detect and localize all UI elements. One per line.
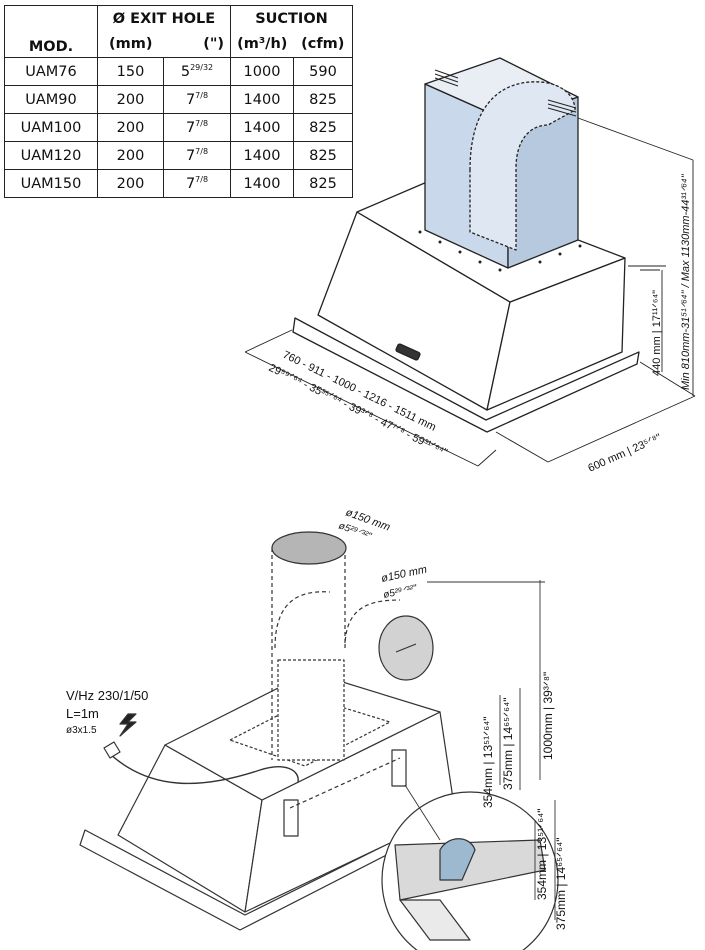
bottom-labels: ø150 mm ø5²⁹ᐟ³²" ø150 mm ø5²⁹ᐟ³²" V/Hz 2…: [66, 507, 568, 930]
cell-model: UAM90: [4, 85, 98, 114]
cell-mm: 200: [97, 169, 164, 198]
cell-m3h: 1400: [230, 85, 294, 114]
chimney-label: Min 810mm-31⁵¹ᐟ⁶⁴" / Max 1130mm-44³¹ᐟ⁶⁴": [680, 173, 692, 390]
dim-1000-label: 1000mm | 39³ᐟ⁸": [541, 672, 555, 760]
header-suction-cfm: (cfm): [293, 31, 353, 58]
power-cable-spec: ø3x1.5: [66, 725, 97, 736]
screw-dots: [418, 230, 582, 272]
cell-m3h: 1400: [230, 113, 294, 142]
side-outlet-in: ø5²⁹ᐟ³²": [382, 583, 418, 601]
dim-width-line: [244, 351, 479, 467]
cell-cfm: 825: [293, 169, 353, 198]
table-row: UAM100 200 77/8 1400 825: [4, 113, 353, 142]
logo-badge: [395, 343, 421, 361]
bracket-right: [391, 749, 407, 787]
hood-bottom-drawing: [79, 531, 559, 950]
cell-model: UAM120: [4, 141, 98, 170]
cell-m3h: 1400: [230, 169, 294, 198]
table-row: UAM150 200 77/8 1400 825: [4, 169, 353, 198]
vent-grille: [434, 69, 577, 117]
height-label: 440 mm | 17¹¹ᐟ⁶⁴": [651, 290, 663, 376]
duct-elbow: [469, 81, 576, 251]
header-model: MOD.: [4, 5, 98, 58]
plug-icon: [103, 741, 121, 759]
cell-cfm: 825: [293, 141, 353, 170]
power-length: L=1m: [66, 706, 99, 721]
header-suction-m3h: (m³/h): [230, 31, 294, 58]
power-cable: [109, 753, 299, 785]
cell-mm: 150: [97, 57, 164, 86]
top-outlet: [271, 531, 347, 565]
width-in-label: 29⁵⁹ᐟ⁶⁴ - 35³⁵ᐟ⁶⁴ - 39³ᐟ⁸ - 47⁷ᐟ⁸ - 59³¹…: [267, 362, 449, 459]
lightning-icon: [119, 713, 137, 737]
cell-m3h: 1000: [230, 57, 294, 86]
hood-top-drawing: [244, 57, 696, 467]
side-outlet-mm: ø150 mm: [380, 564, 428, 585]
cell-inch: 77/8: [163, 169, 231, 198]
dim-354-label: 354mm | 13⁵¹ᐟ⁶⁴": [481, 716, 495, 808]
hood-rim: [292, 317, 640, 433]
power-vhz: V/Hz 230/1/50: [66, 688, 148, 703]
cell-cfm: 825: [293, 113, 353, 142]
spec-table: MOD. Ø EXIT HOLE SUCTION (mm) (") (m³/h)…: [4, 5, 353, 198]
table-row: UAM76 150 529/32 1000 590: [4, 57, 353, 86]
cell-model: UAM76: [4, 57, 98, 86]
cell-model: UAM150: [4, 169, 98, 198]
cell-cfm: 825: [293, 85, 353, 114]
depth-label: 600 mm | 23⁵ᐟ⁸": [586, 432, 663, 475]
cell-inch: 77/8: [163, 85, 231, 114]
detail-375-label: 375mm | 14⁶⁵ᐟ⁶⁴": [554, 838, 568, 931]
cell-cfm: 590: [293, 57, 353, 86]
header-exit-hole: Ø EXIT HOLE: [97, 5, 231, 32]
cell-inch: 529/32: [163, 57, 231, 86]
dim-depth-line: [547, 395, 696, 463]
dim-375-label: 375mm | 14⁶⁵ᐟ⁶⁴": [501, 698, 515, 791]
header-suction: SUCTION: [230, 5, 353, 32]
bracket-left: [283, 799, 299, 837]
detail-354-label: 354mm | 13⁵¹ᐟ⁶⁴": [535, 808, 549, 900]
duct-vertical: [271, 548, 401, 760]
